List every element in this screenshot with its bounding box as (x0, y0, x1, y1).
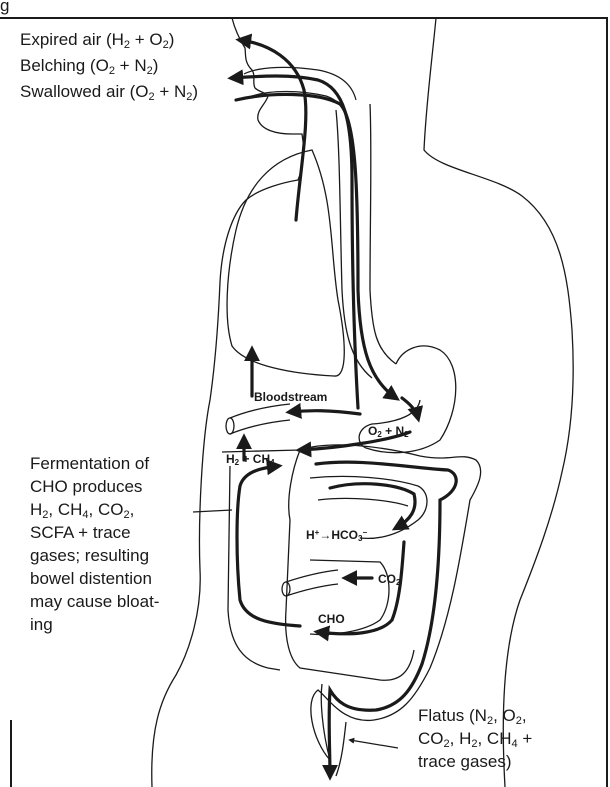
belching-label: Belching (O2 + N2) (20, 54, 158, 77)
bloodstream-label: Bloodstream (254, 390, 327, 404)
leader-lines (193, 510, 398, 787)
expired-air-label: Expired air (H2 + O2) (20, 28, 174, 51)
flatus-label: Flatus (N2, O2, CO2, H2, CH4 + trace gas… (418, 704, 532, 773)
fermentation-label: Fermentation of CHO produces H2, CH4, CO… (30, 452, 159, 636)
body-outline (152, 18, 573, 787)
swallowed-air-label: Swallowed air (O2 + N2) (20, 80, 198, 103)
partial-header-text: g (0, 0, 9, 17)
cho-label: CHO (318, 612, 345, 626)
lung-outline (227, 150, 344, 376)
h2-ch4-label: H2 + CH4 (226, 452, 275, 466)
h-hco3-label: H+→HCO3− (306, 528, 367, 542)
o2-n2-label: O2 + N2 (368, 424, 409, 438)
co2-label: CO2 (378, 572, 400, 586)
esophagus-outline (336, 104, 396, 378)
